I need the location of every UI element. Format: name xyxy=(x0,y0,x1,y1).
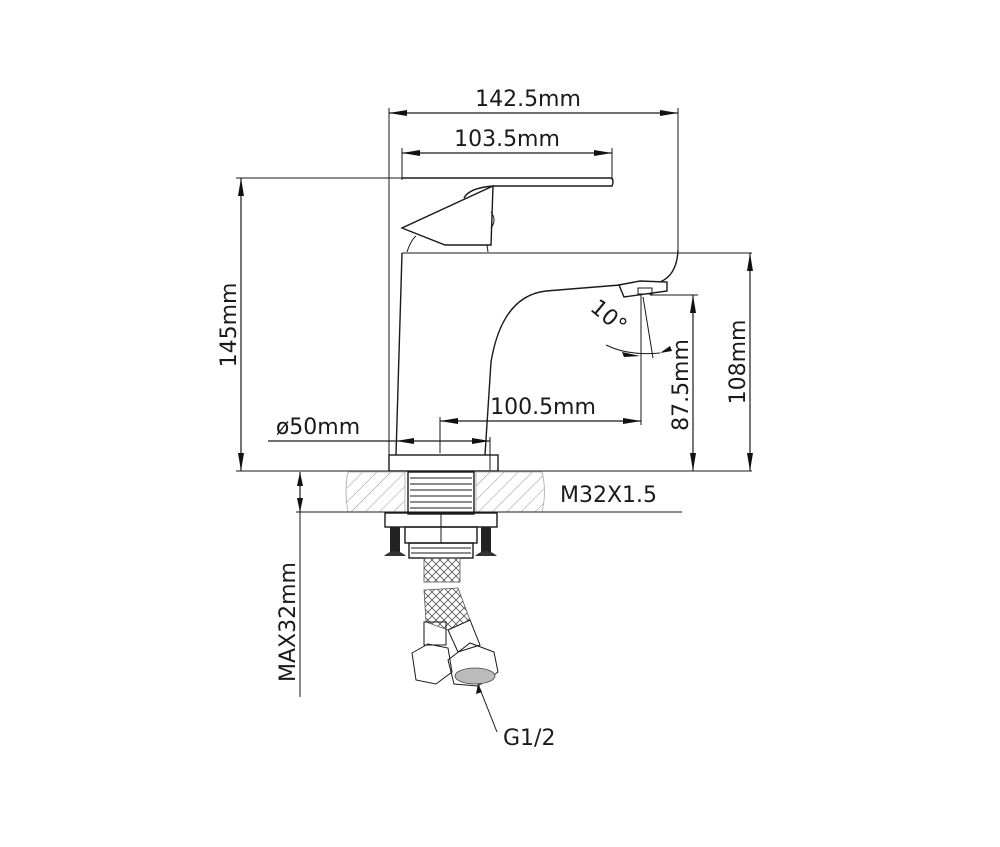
inlet-fittings xyxy=(411,619,499,687)
label-inlet-thread: G1/2 xyxy=(503,726,555,751)
countertop-section xyxy=(296,471,682,513)
label-mount-thread: M32X1.5 xyxy=(560,483,657,508)
threaded-shank xyxy=(407,471,475,515)
faucet-handle xyxy=(400,177,614,253)
faucet-body xyxy=(388,249,752,472)
braided-hose xyxy=(423,557,471,631)
label-outlet-height: 87.5mm xyxy=(669,339,694,431)
label-total-height: 145mm xyxy=(217,283,242,368)
label-spout-height: 108mm xyxy=(726,320,751,405)
dimension-max-counter-thickness xyxy=(297,472,303,697)
label-aerator-angle: 10° xyxy=(585,295,631,339)
dimension-spout-height xyxy=(747,253,753,471)
dimension-base-diameter xyxy=(268,437,491,470)
label-max-counter-thickness: MAX32mm xyxy=(276,562,301,682)
leader-inlet-thread xyxy=(476,683,498,733)
aerator xyxy=(618,280,668,298)
dimension-spout-reach xyxy=(439,417,641,453)
label-spout-reach: 100.5mm xyxy=(490,395,596,420)
label-handle-length: 103.5mm xyxy=(454,127,560,152)
dimension-aerator-angle xyxy=(605,295,672,425)
dimension-overall-width xyxy=(388,108,679,470)
label-base-diameter: ø50mm xyxy=(276,415,360,440)
dimension-handle-length xyxy=(401,148,613,180)
label-overall-width: 142.5mm xyxy=(475,87,581,112)
dimension-outlet-height xyxy=(650,294,698,471)
mounting-nut xyxy=(384,512,498,559)
